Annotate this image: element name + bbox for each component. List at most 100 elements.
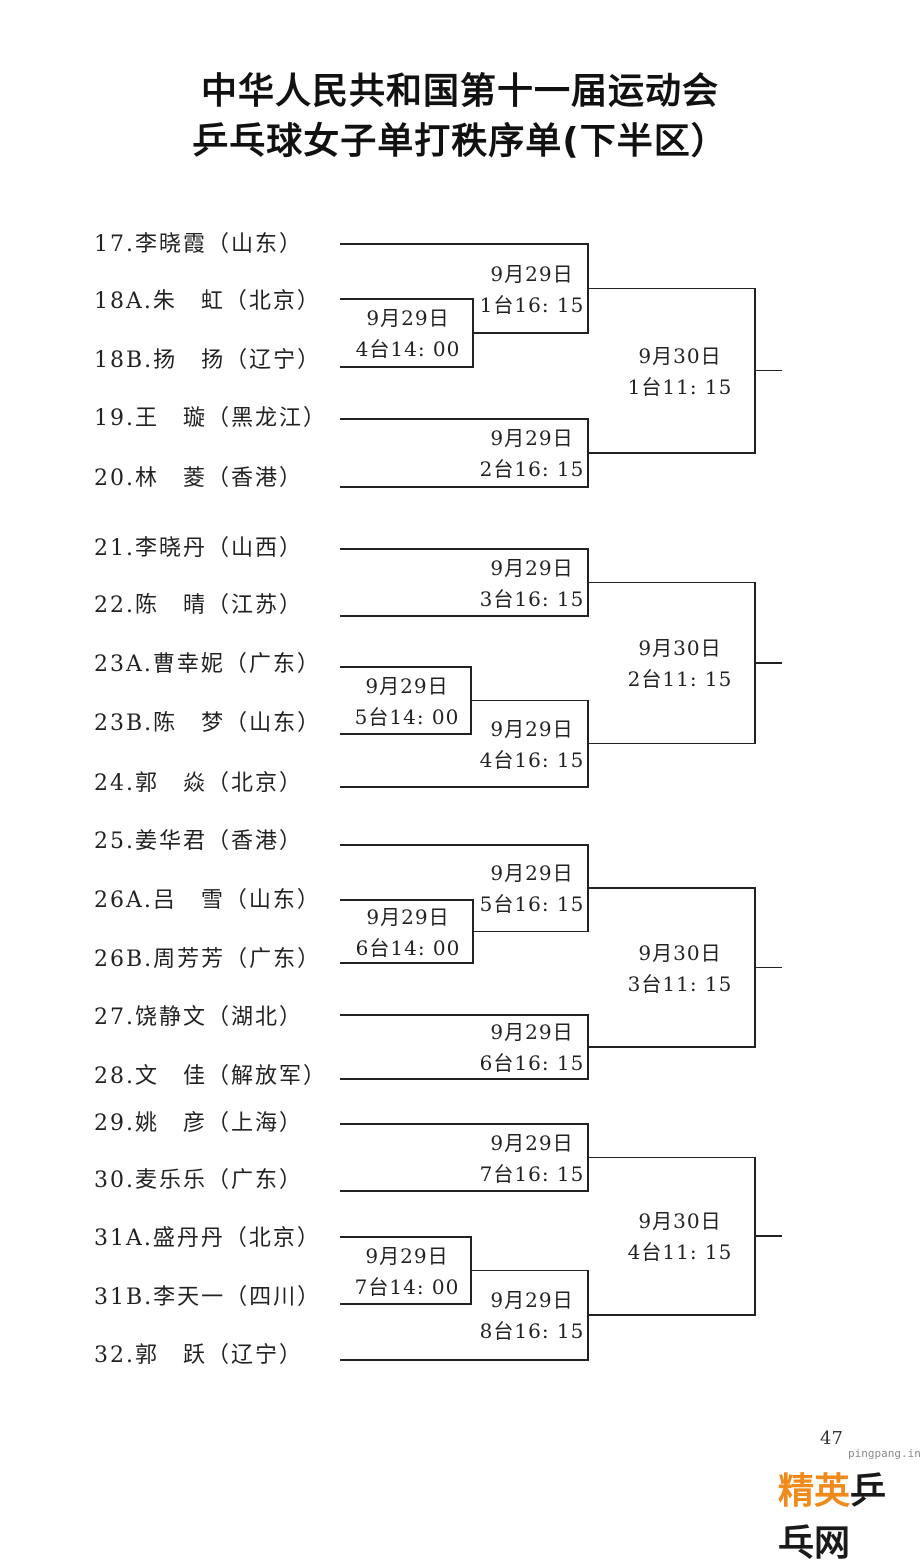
round1-match-label: 9月29日 7台16: 15 xyxy=(462,1128,602,1190)
round1-match-label: 9月29日 5台16: 15 xyxy=(462,858,602,920)
round2-match-label: 9月30日 4台11: 15 xyxy=(610,1206,750,1268)
prelim-line-bottom xyxy=(340,962,472,964)
document-title-line-1: 中华人民共和国第十一届运动会 xyxy=(200,71,719,112)
match-table-time: 2台11: 15 xyxy=(627,667,733,692)
match-table-time: 7台16: 15 xyxy=(479,1161,585,1186)
round2-line-top xyxy=(587,1156,754,1159)
match-date: 9月29日 xyxy=(490,861,574,886)
player-entry: 21.李晓丹（山西） xyxy=(94,536,303,561)
round1-line-top xyxy=(470,1269,587,1272)
round2-output-line xyxy=(754,966,782,969)
player-entry: 18A.朱 虹（北京） xyxy=(94,289,321,314)
match-table-time: 3台11: 15 xyxy=(627,971,733,996)
round1-match-label: 9月29日 6台16: 15 xyxy=(462,1017,602,1079)
match-date: 9月29日 xyxy=(490,1130,574,1155)
match-table-time: 4台16: 15 xyxy=(479,747,585,772)
round2-output-line xyxy=(754,1235,782,1237)
prelim-line-bottom xyxy=(340,366,472,368)
round1-line-top xyxy=(340,1014,587,1016)
match-date: 9月29日 xyxy=(490,1020,574,1044)
round1-line-top xyxy=(470,699,587,702)
match-date: 9月30日 xyxy=(638,343,722,368)
round1-line-top xyxy=(340,243,587,245)
watermark-logo: 精英乒乓网 xyxy=(778,1462,920,1566)
match-date: 9月29日 xyxy=(365,673,449,698)
match-date: 9月30日 xyxy=(638,1209,722,1234)
round1-line-bottom xyxy=(340,786,587,788)
prelim-match-label: 9月29日 4台14: 00 xyxy=(338,303,478,365)
round2-match-label: 9月30日 2台11: 15 xyxy=(610,633,750,695)
prelim-line-top xyxy=(340,899,472,901)
round1-line-top xyxy=(340,548,587,550)
player-entry: 30.麦乐乐（广东） xyxy=(94,1168,303,1193)
player-entry: 17.李晓霞（山东） xyxy=(94,232,303,257)
match-table-time: 1台11: 15 xyxy=(627,374,733,399)
match-table-time: 2台16: 15 xyxy=(479,457,585,481)
round2-line-top xyxy=(587,581,754,584)
round2-output-line xyxy=(754,369,782,372)
document-title-line-2: 乒乓球女子单打秩序单(下半区） xyxy=(192,121,728,162)
player-entry: 24.郭 焱（北京） xyxy=(94,771,303,796)
match-table-time: 5台14: 00 xyxy=(354,704,460,729)
player-entry: 29.姚 彦（上海） xyxy=(94,1111,303,1136)
round2-output-line xyxy=(754,662,782,664)
prelim-line-top xyxy=(340,666,470,668)
player-entry: 26B.周芳芳（广东） xyxy=(94,947,322,972)
player-entry: 23B.陈 梦（山东） xyxy=(94,711,322,736)
round2-line-bottom xyxy=(587,1046,754,1048)
match-table-time: 8台16: 15 xyxy=(479,1319,585,1344)
match-date: 9月29日 xyxy=(366,306,450,330)
match-date: 9月29日 xyxy=(365,1243,449,1268)
match-date: 9月29日 xyxy=(490,261,574,286)
round1-line-bottom xyxy=(340,486,587,488)
round2-match-label: 9月30日 1台11: 15 xyxy=(610,341,750,403)
round1-match-label: 9月29日 3台16: 15 xyxy=(462,553,602,615)
watermark-logo-part-1: 精英 xyxy=(778,1471,851,1512)
watermark-url: pingpang.info xyxy=(848,1447,920,1460)
match-table-time: 5台16: 15 xyxy=(479,892,585,917)
player-entry: 23A.曹幸妮（广东） xyxy=(94,652,321,677)
match-table-time: 4台11: 15 xyxy=(627,1240,733,1265)
round2-line-top xyxy=(587,287,754,290)
match-date: 9月30日 xyxy=(638,636,722,661)
player-entry: 26A.吕 雪（山东） xyxy=(94,888,321,913)
round1-match-label: 9月29日 4台16: 15 xyxy=(462,714,602,776)
prelim-match-label: 9月29日 6台14: 00 xyxy=(338,902,478,964)
match-date: 9月29日 xyxy=(490,716,574,741)
round2-line-bottom xyxy=(587,742,754,745)
round1-match-label: 9月29日 1台16: 15 xyxy=(462,259,602,321)
match-table-time: 3台16: 15 xyxy=(479,586,585,611)
round2-match-label: 9月30日 3台11: 15 xyxy=(610,938,750,1000)
round1-line-bottom xyxy=(340,1078,587,1080)
match-table-time: 1台16: 15 xyxy=(479,292,585,317)
match-table-time: 6台14: 00 xyxy=(355,935,461,960)
prelim-match-label: 9月29日 5台14: 00 xyxy=(337,671,477,733)
round1-line-top xyxy=(340,418,587,420)
prelim-line-top xyxy=(340,1236,470,1238)
round2-line-bottom xyxy=(587,452,754,454)
match-date: 9月29日 xyxy=(366,904,450,929)
prelim-line-bottom xyxy=(340,733,470,735)
player-entry: 31A.盛丹丹（北京） xyxy=(94,1226,321,1251)
match-table-time: 6台16: 15 xyxy=(479,1051,585,1075)
player-entry: 27.饶静文（湖北） xyxy=(94,1005,303,1030)
match-date: 9月29日 xyxy=(490,555,574,580)
player-entry: 32.郭 跃（辽宁） xyxy=(94,1343,303,1368)
match-table-time: 4台14: 00 xyxy=(355,337,461,361)
player-entry: 25.姜华君（香港） xyxy=(94,829,303,854)
player-entry: 28.文 佳（解放军） xyxy=(94,1064,327,1089)
round1-line-bottom xyxy=(472,332,587,334)
round2-line-top xyxy=(587,887,754,889)
round1-line-bottom xyxy=(472,930,587,933)
player-entry: 22.陈 晴（江苏） xyxy=(94,593,303,618)
match-date: 9月30日 xyxy=(638,940,722,965)
player-entry: 31B.李天一（四川） xyxy=(94,1285,322,1310)
round1-line-top xyxy=(340,1123,587,1125)
prelim-line-bottom xyxy=(340,1303,470,1305)
player-entry: 19.王 璇（黑龙江） xyxy=(94,406,327,431)
round2-line-bottom xyxy=(587,1314,754,1316)
player-entry: 18B.扬 扬（辽宁） xyxy=(94,348,322,373)
